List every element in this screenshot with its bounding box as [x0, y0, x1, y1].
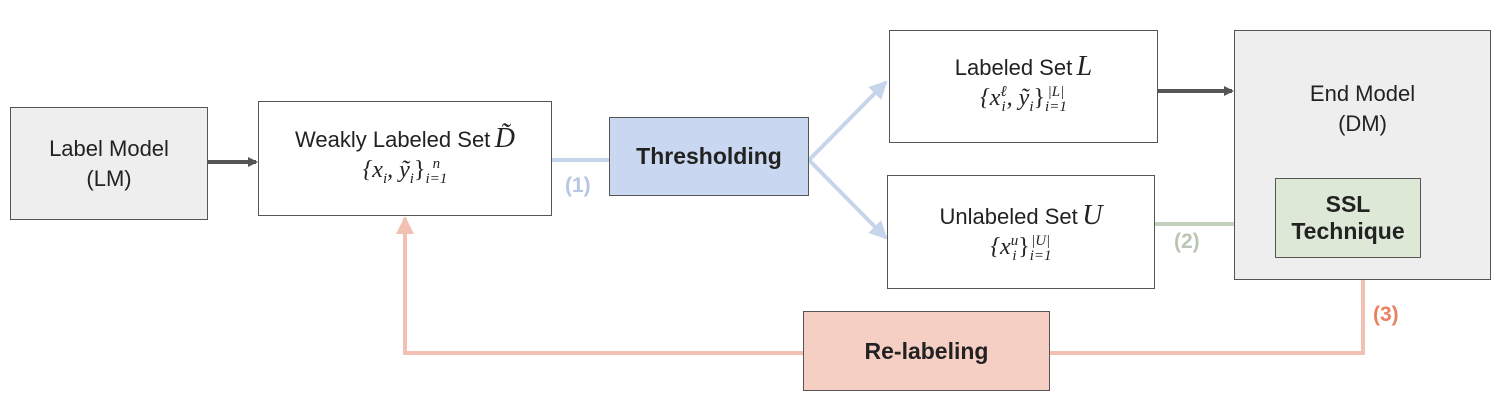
label-model-abbr: (LM) [86, 165, 132, 191]
unlabeled-set-title: Unlabeled Set [939, 204, 1078, 230]
ssl-line1: SSL [1325, 191, 1371, 217]
line-end-model-to-relabeling [1050, 280, 1365, 355]
thresholding-label: Thresholding [636, 143, 782, 169]
weak-set-title: Weakly Labeled Set [295, 127, 491, 153]
arrow-relabeling-to-weak [396, 216, 803, 355]
end-model-name: End Model [1309, 81, 1416, 106]
label-model-node: Label Model (LM) [10, 107, 208, 220]
relabeling-node: Re-labeling [803, 311, 1050, 391]
labeled-set-symbol: L [1076, 51, 1093, 83]
arrow-thresholding-to-unlabeled [807, 158, 888, 240]
step-3-label: (3) [1373, 303, 1399, 326]
weak-set-symbol: D̃ [494, 123, 515, 155]
ssl-technique-node: SSL Technique [1275, 178, 1421, 258]
label-model-name: Label Model [49, 135, 169, 161]
labeled-set-title: Labeled Set [954, 55, 1073, 81]
thresholding-node: Thresholding [609, 117, 809, 196]
unlabeled-set-symbol: U [1082, 200, 1103, 232]
step-1-label: (1) [565, 174, 591, 197]
arrow-thresholding-to-labeled [807, 80, 888, 162]
step-2-label: (2) [1174, 230, 1200, 253]
end-model-abbr: (DM) [1338, 111, 1387, 136]
ssl-line2: Technique [1291, 218, 1405, 244]
relabeling-label: Re-labeling [864, 337, 989, 364]
